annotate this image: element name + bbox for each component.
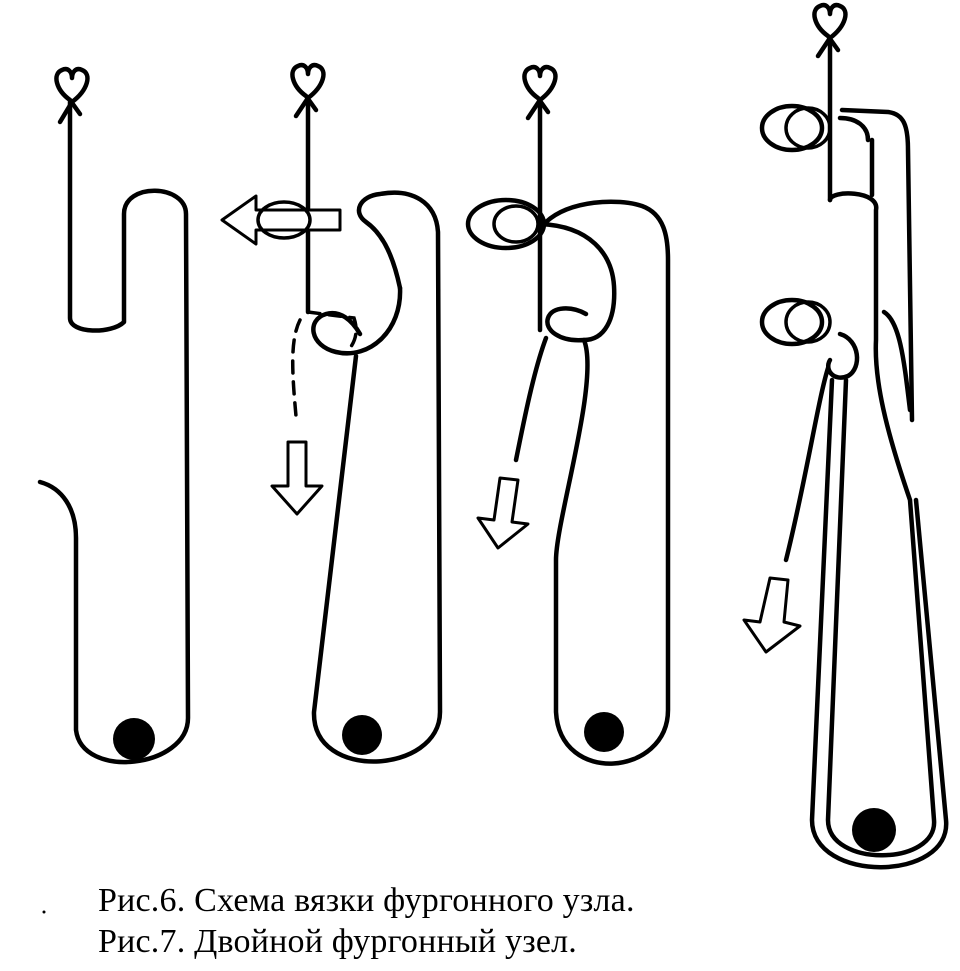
double-knot-hitch: [826, 331, 860, 380]
double-knot-working-end: [783, 365, 831, 563]
double-knot-right-strand: [881, 309, 913, 413]
step-1-rope: [37, 99, 191, 765]
double-knot-figure: [742, 2, 949, 870]
double-knot-inner-loop: [825, 191, 937, 858]
step-3-wrap-inner: [492, 204, 540, 244]
step-3-half-hitch: [537, 221, 617, 343]
step-2-crossing: [311, 285, 403, 356]
step-3-down-arrow: [476, 476, 530, 550]
speck: [42, 910, 46, 914]
double-knot-lower-wrap: [759, 297, 825, 347]
double-knot-lower-wrap-inner: [784, 300, 832, 344]
step-3-body: [543, 199, 671, 766]
step-2-figure: [220, 62, 443, 764]
step-1-weight: [113, 718, 155, 760]
step-2-dashed-path: [291, 310, 358, 418]
step-1-figure: [37, 66, 191, 765]
double-knot-upper-wrap-inner: [784, 106, 832, 150]
step-3-working-end: [513, 335, 549, 463]
step-2-down-arrow: [270, 440, 324, 516]
step-3-wrap: [465, 197, 547, 251]
double-knot-down-arrow: [742, 576, 802, 654]
step-3-figure: [465, 64, 671, 766]
double-knot-middle-strand: [837, 115, 875, 198]
step-2-wrap: [256, 200, 312, 240]
step-3-weight: [584, 712, 624, 752]
double-knot-upper-wrap: [759, 103, 825, 153]
step-2-left-arrow: [220, 194, 342, 246]
step-2-hook: [311, 190, 443, 764]
figure-7-caption: Рис.7. Двойной фургонный узел.: [98, 923, 577, 960]
figure-6-caption: Рис.6. Схема вязки фургонного узла.: [98, 882, 635, 919]
step-2-weight: [342, 715, 382, 755]
double-knot-weight: [852, 808, 896, 852]
double-knot-outer-loop: [809, 107, 949, 870]
